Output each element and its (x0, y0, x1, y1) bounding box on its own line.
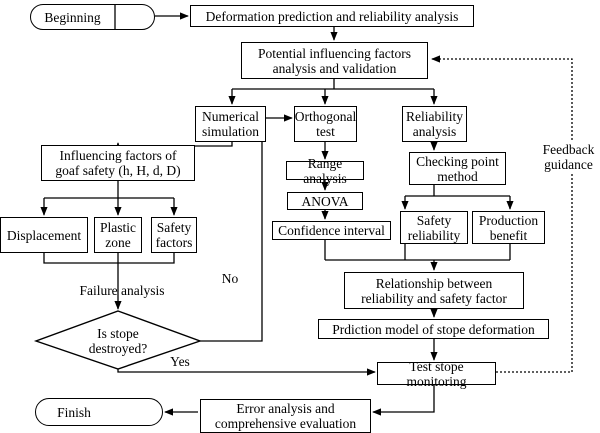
arrow-feedback-guidance (431, 55, 573, 373)
safety-reliability-box: Safety reliability (400, 211, 468, 244)
line-displacement-to-merge (43, 253, 175, 264)
goaf-safety-factors-box: Influencing factors of goaf safety (h, H… (41, 145, 195, 181)
decision-diamond-shape (33, 310, 203, 370)
no-label: No (221, 271, 239, 286)
arrow-no-to-orthogonal (200, 114, 293, 342)
displacement-box: Displacement (0, 217, 88, 253)
influencing-factors-analysis-box: Potential influencing factors analysis a… (241, 42, 428, 79)
checking-point-method-box: Checking point method (409, 152, 506, 185)
goaf-safety-factors-text: Influencing factors of goaf safety (h, H… (55, 148, 181, 178)
finish-terminal: Finish (35, 398, 163, 426)
orthogonal-test-box: Orthogonal test (294, 106, 357, 142)
failure-analysis-label: Failure analysis (79, 283, 165, 298)
yes-label: Yes (170, 354, 190, 369)
error-analysis-box: Error analysis and comprehensive evaluat… (200, 399, 371, 433)
deformation-prediction-box: Deformation prediction and reliability a… (190, 5, 474, 27)
is-stope-destroyed-decision: Is stope destroyed? (88, 326, 148, 356)
production-benefit-box: Production benefit (472, 211, 545, 244)
start-terminal: Beginning (30, 4, 155, 30)
arrow-monitoring-to-error (372, 385, 435, 416)
plastic-zone-box: Plastic zone (94, 217, 142, 253)
prediction-model-box: Prdiction model of stope deformation (318, 319, 549, 339)
relationship-box: Relationship between reliability and saf… (344, 272, 524, 309)
test-stope-monitoring-box: Test stope monitoring (377, 359, 496, 389)
reliability-analysis-box: Reliability analysis (402, 106, 467, 142)
feedback-guidance-label: Feedback guidance (537, 142, 600, 172)
numerical-simulation-box: Numerical simulation (195, 106, 266, 142)
safety-factors-box: Safety factors (151, 217, 197, 253)
confidence-interval-box: Confidence interval (272, 221, 391, 240)
range-analysis-box: Range analysis (286, 156, 364, 186)
arrow-yes-to-monitoring (117, 368, 376, 376)
anova-box: ANOVA (287, 192, 363, 210)
